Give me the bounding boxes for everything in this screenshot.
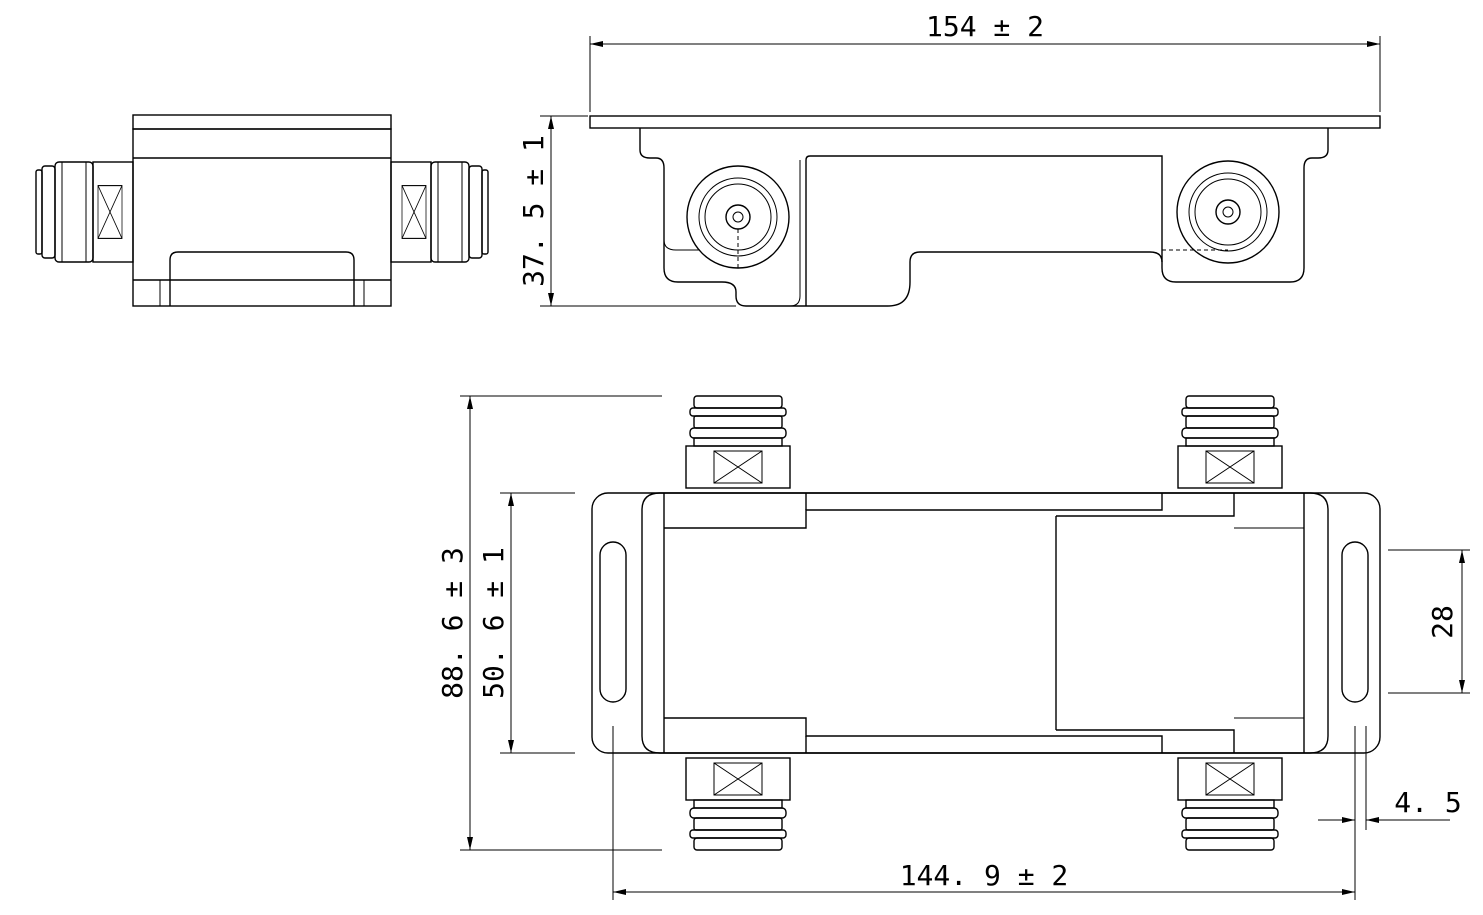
dim-label-side-height: 37. 5 ± 1 — [517, 135, 550, 287]
dim-slot-length: 28 — [1388, 549, 1470, 694]
dim-label-top-length: 154 ± 2 — [926, 10, 1044, 43]
dim-slot-width: 4. 5 — [1318, 726, 1462, 830]
side-view-left — [35, 114, 489, 307]
dim-top-length: 154 ± 2 — [589, 10, 1381, 112]
dim-side-height: 37. 5 ± 1 — [517, 115, 736, 307]
dim-label-body-width: 50. 6 ± 1 — [477, 547, 510, 699]
dim-mount-pitch: 144. 9 ± 2 — [612, 726, 1356, 900]
dim-overall-width: 88. 6 ± 3 — [436, 395, 662, 851]
dim-label-overall-width: 88. 6 ± 3 — [436, 547, 469, 699]
front-view — [589, 115, 1381, 307]
dim-label-slot-length: 28 — [1426, 605, 1459, 639]
dim-label-slot-width: 4. 5 — [1394, 786, 1461, 819]
dim-body-width: 50. 6 ± 1 — [477, 492, 575, 754]
dim-label-mount-pitch: 144. 9 ± 2 — [900, 859, 1069, 892]
top-view — [591, 395, 1381, 851]
